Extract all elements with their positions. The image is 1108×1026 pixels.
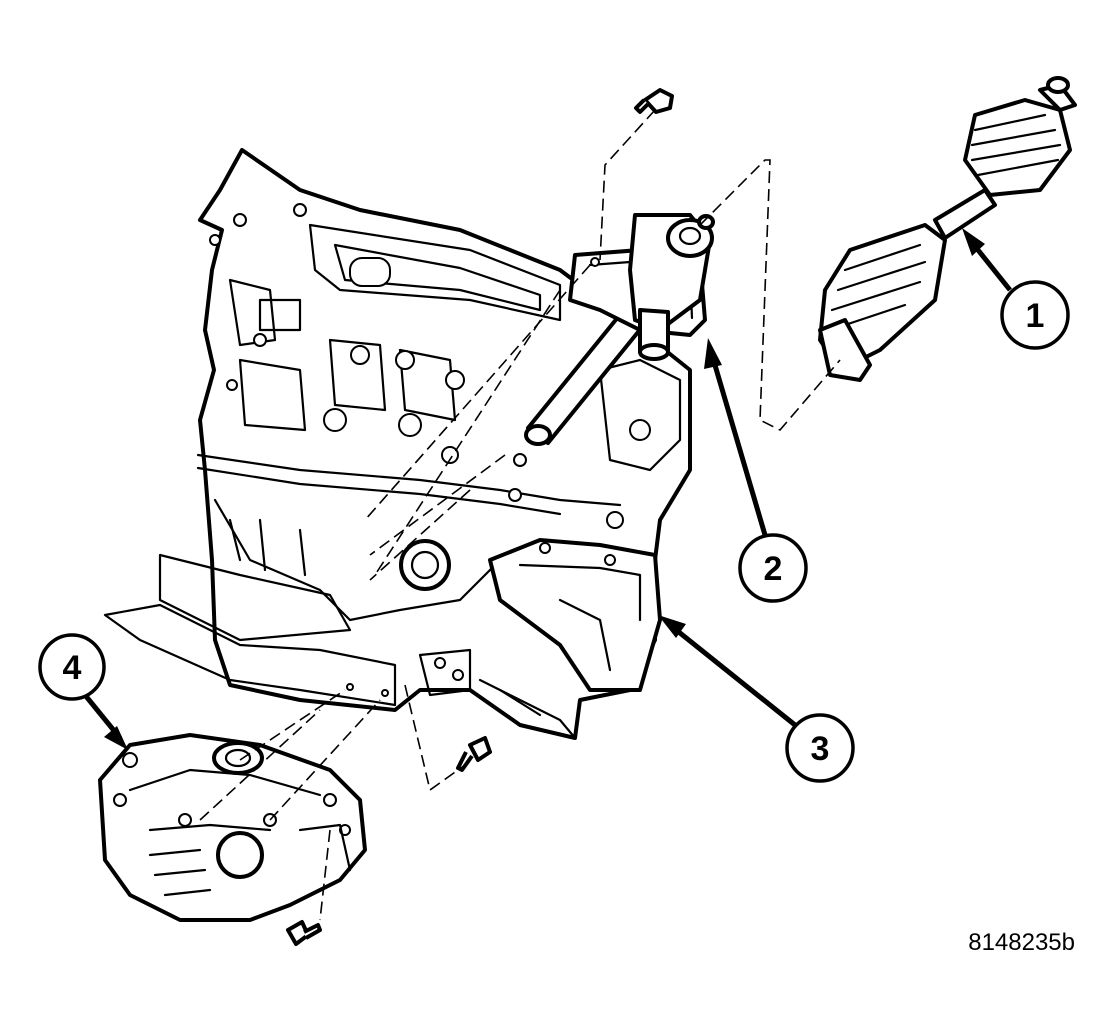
half-shaft (818, 76, 1077, 382)
callout-4-label: 4 (63, 649, 82, 687)
bolt-top (634, 88, 674, 114)
figure-id: 8148235b (968, 929, 1075, 956)
callout-2: 2 (704, 338, 808, 603)
callout-3-label: 3 (811, 730, 830, 768)
mount-bracket (488, 538, 662, 692)
bolt-bottom (286, 920, 322, 946)
callout-3: 3 (658, 615, 855, 783)
callout-1-label: 1 (1026, 297, 1045, 335)
power-transfer-unit (98, 733, 367, 922)
alignment-lines (199, 109, 841, 921)
bolt-middle (456, 736, 492, 772)
callout-4: 4 (38, 633, 128, 750)
callout-1: 1 (962, 228, 1070, 350)
intermediate-shaft-assembly (524, 213, 715, 446)
engine-lower-plate (103, 553, 397, 707)
callout-2-label: 2 (764, 550, 783, 588)
